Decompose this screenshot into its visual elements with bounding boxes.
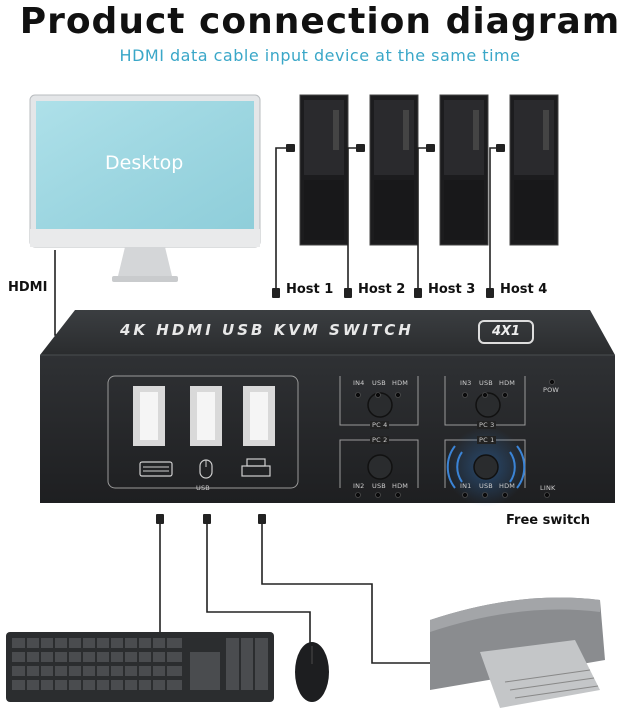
host-3-label: Host 3: [428, 282, 476, 297]
pow-label: POW: [543, 386, 560, 394]
keyboard-illustration: [6, 632, 274, 702]
port-pc3-label: PC 3: [477, 421, 497, 429]
port-pc2-usb-label: USB: [372, 482, 386, 490]
diagram-title: Product connection diagram: [19, 1, 621, 42]
kvm-switch-badge: 4X1: [478, 320, 534, 344]
mouse-illustration: [295, 642, 329, 702]
pc-selector-buttons: [367, 392, 501, 480]
host-1-label: Host 1: [286, 282, 334, 297]
port-pc4-in-label: IN4: [353, 379, 365, 387]
port-pc3-in-label: IN3: [460, 379, 472, 387]
usb-panel-label: USB: [196, 484, 210, 492]
hdmi-label: HDMI: [8, 280, 48, 295]
link-label: LINK: [540, 484, 556, 492]
printer-icon: [241, 458, 271, 477]
kvm-switch-title: 4K HDMI USB KVM SWITCH: [120, 321, 414, 339]
keyboard-icon: [139, 461, 173, 477]
monitor-illustration: [29, 94, 261, 282]
host-tower-3: [439, 94, 489, 246]
monitor-screen-text: Desktop: [105, 152, 184, 174]
port-pc1-hdm-label: HDM: [499, 482, 516, 490]
usb-panel-frame: [107, 375, 299, 489]
peripheral-cable-plugs: [156, 514, 266, 524]
host-tower-4: [509, 94, 559, 246]
printer-illustration: [430, 597, 605, 708]
port-pc3-usb-label: USB: [479, 379, 493, 387]
status-leds: [355, 379, 555, 498]
peripheral-cables: [159, 524, 430, 664]
port-pc4-label: PC 4: [370, 421, 390, 429]
usb-ports: [133, 386, 275, 446]
port-pc2-label: PC 2: [370, 436, 390, 444]
diagram-subtitle: HDMI data cable input device at the same…: [119, 46, 521, 65]
free-switch-waves: [446, 445, 526, 489]
port-pc2-hdm-label: HDM: [392, 482, 409, 490]
host-tower-2: [369, 94, 419, 246]
port-pc1-in-label: IN1: [460, 482, 472, 490]
port-pc2-in-label: IN2: [353, 482, 365, 490]
host-tower-1: [299, 94, 349, 246]
free-switch-label: Free switch: [506, 513, 590, 528]
host-cable-plugs: [272, 144, 505, 298]
port-pc4-hdm-label: HDM: [392, 379, 409, 387]
mouse-icon: [199, 459, 213, 479]
host-4-label: Host 4: [500, 282, 548, 297]
host-2-label: Host 2: [358, 282, 406, 297]
port-pc1-label: PC 1: [477, 436, 497, 444]
port-pc4-usb-label: USB: [372, 379, 386, 387]
port-pc1-usb-label: USB: [479, 482, 493, 490]
port-pc3-hdm-label: HDM: [499, 379, 516, 387]
